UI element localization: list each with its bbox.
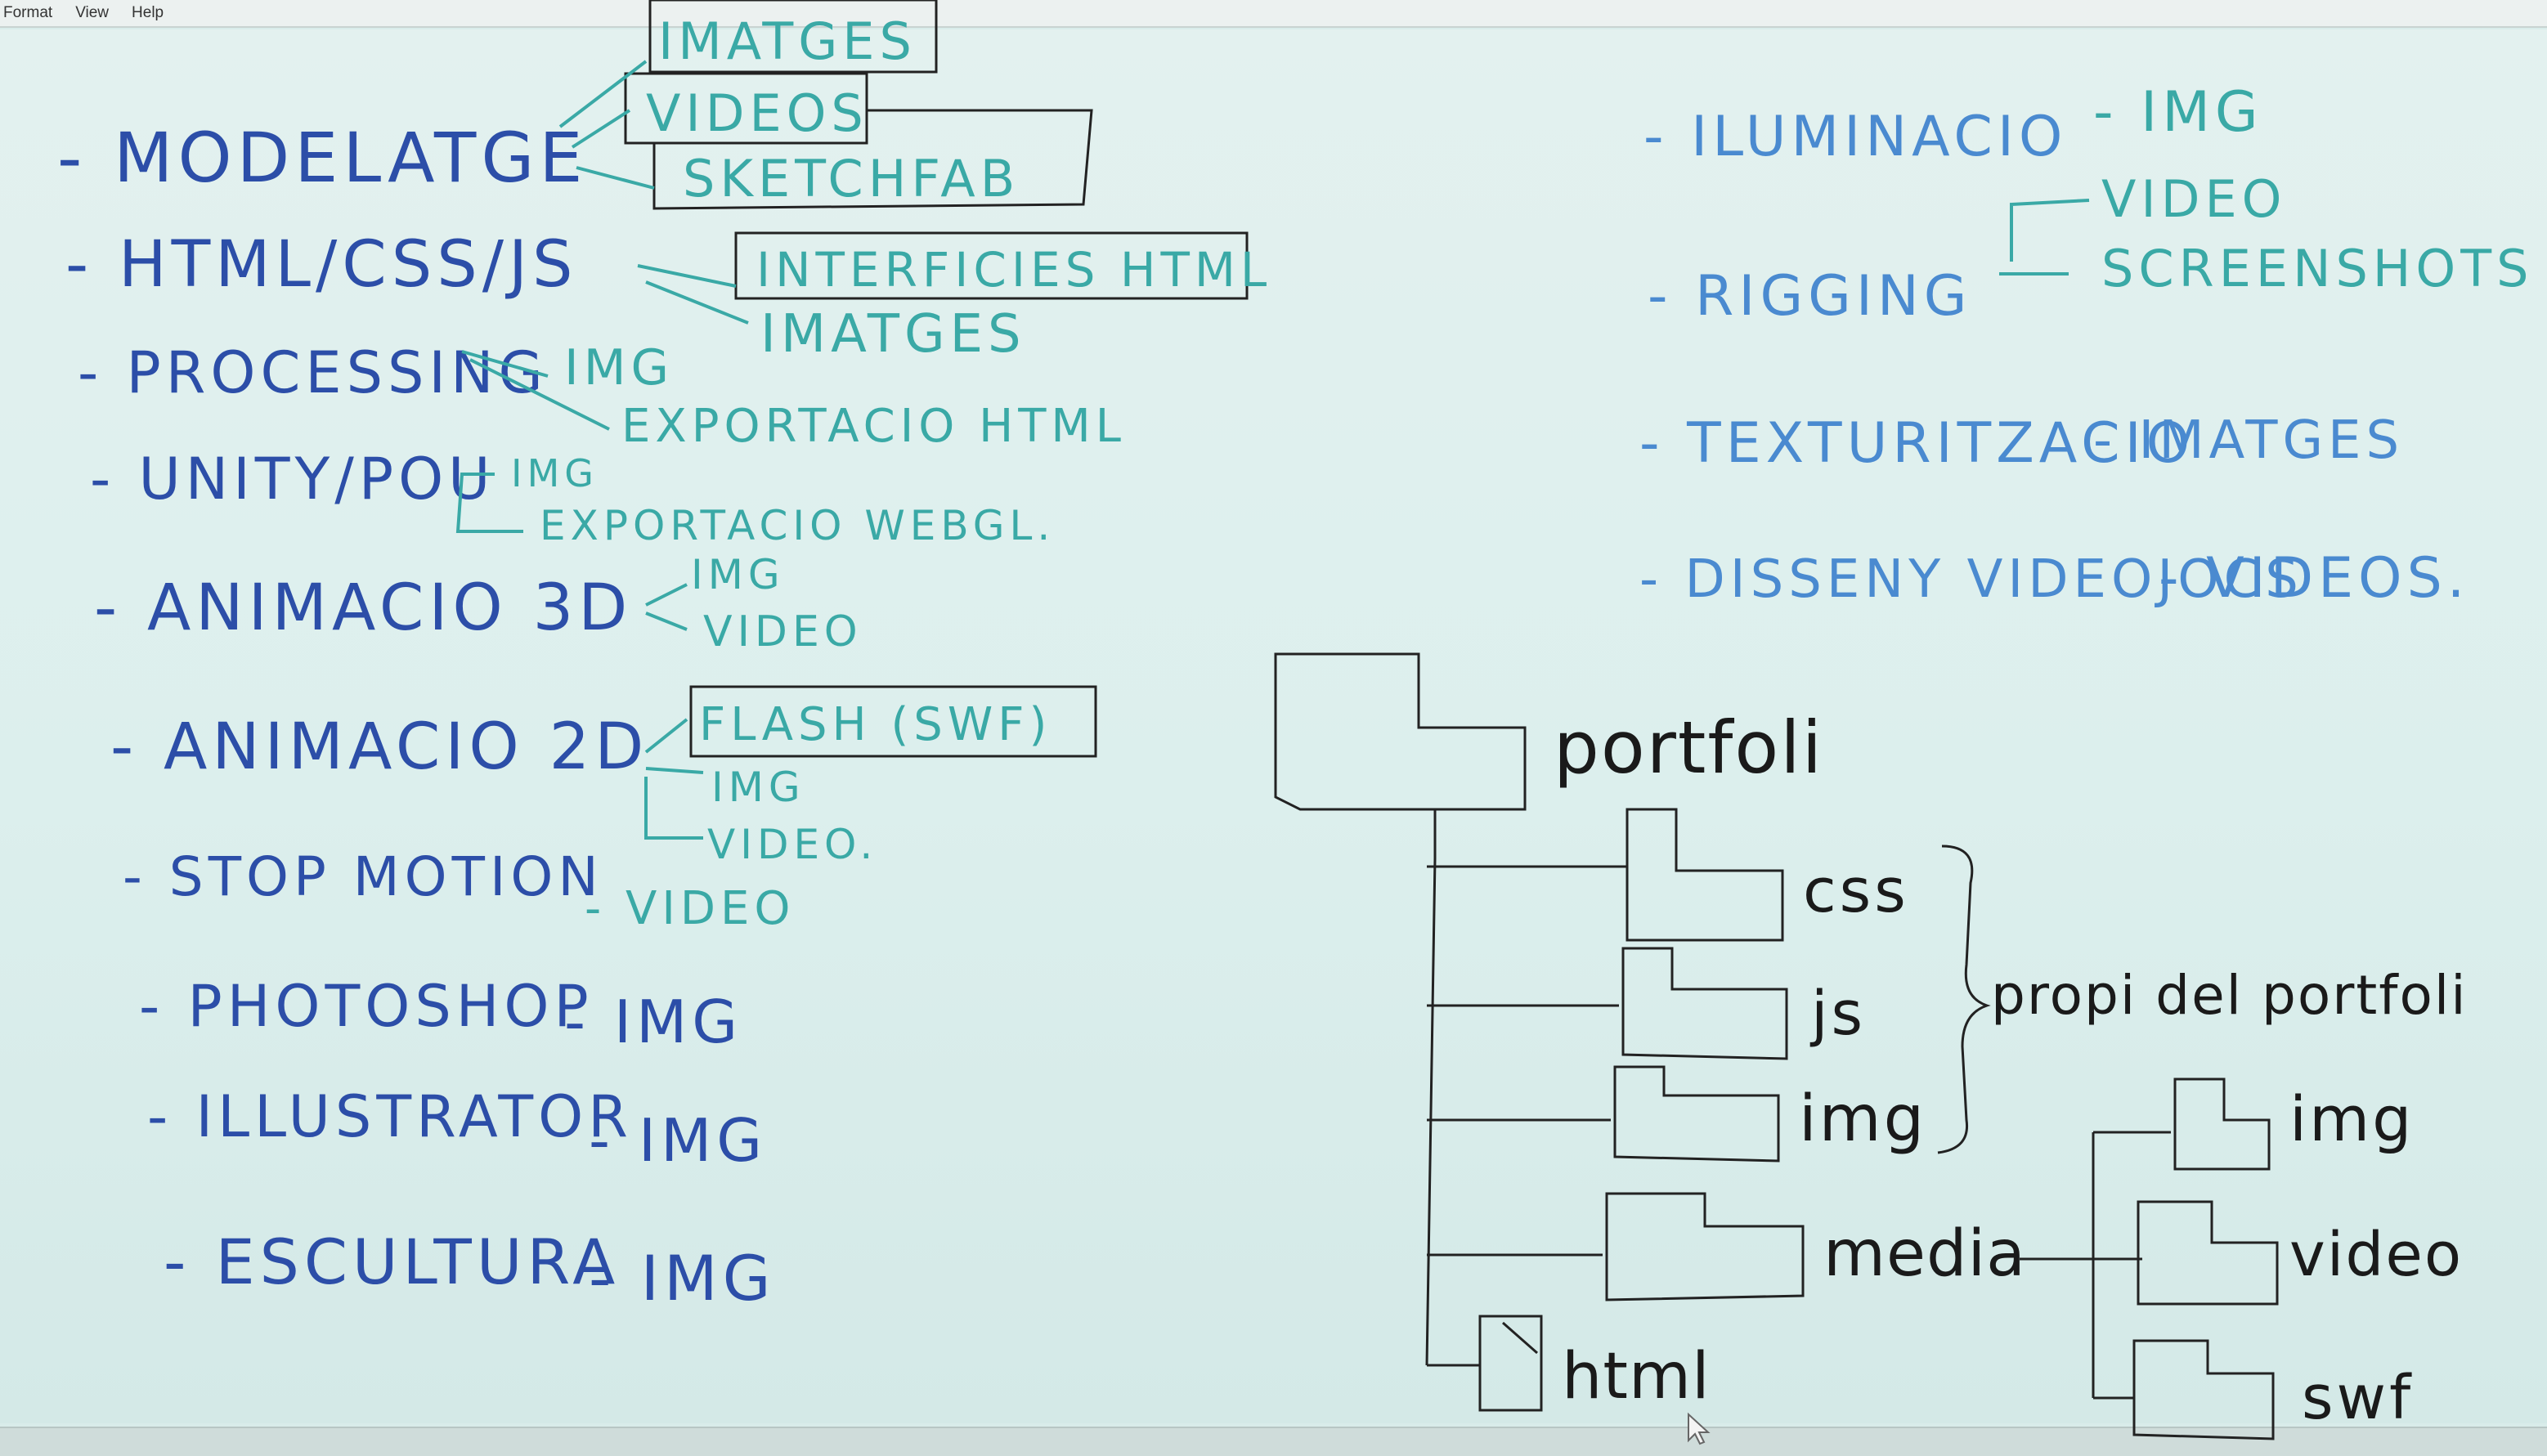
- left-label-photoshop: - PHOTOSHOP: [139, 973, 594, 1040]
- texturitzacio-item-imatges: - IMATGES: [2093, 410, 2404, 471]
- modelatge-item-videos: VIDEOS: [646, 83, 868, 143]
- menu-view[interactable]: View: [75, 4, 110, 21]
- folder-icon-img: [1613, 1065, 1780, 1163]
- animacio3d-connectors: [645, 583, 688, 631]
- illustrator-item-img: - IMG: [589, 1106, 767, 1175]
- animacio2d-connectors: [644, 718, 704, 840]
- rigging-item-screenshots: SCREENSHOTS: [2101, 239, 2533, 298]
- box-imatges-top: [648, 0, 938, 74]
- file-label-html: html: [1562, 1340, 1711, 1413]
- animacio3d-item-img: IMG: [691, 551, 785, 598]
- photoshop-item-img: - IMG: [564, 988, 742, 1056]
- animacio3d-item-video: VIDEO: [703, 607, 863, 656]
- file-icon-html: [1478, 1315, 1543, 1412]
- folder-icon-media-img: [2173, 1077, 2271, 1171]
- animacio2d-item-img: IMG: [711, 764, 805, 811]
- folder-icon-portfoli: [1274, 652, 1527, 811]
- folder-label-css: css: [1803, 856, 1909, 926]
- media-child-video: video: [2289, 1220, 2463, 1290]
- folder-label-media: media: [1823, 1217, 2026, 1291]
- folder-icon-media-swf: [2132, 1339, 2275, 1440]
- right-label-texturitzacio: - TEXTURITZACIO: [1639, 411, 2195, 476]
- left-label-unity-pou: - UNITY/POU: [90, 446, 495, 513]
- folder-icon-media-video: [2137, 1200, 2279, 1306]
- tree-trunk-lines: [1425, 809, 1627, 1367]
- modelatge-item-imatges: IMATGES: [658, 11, 917, 71]
- left-label-animacio-3d: - ANIMACIO 3D: [94, 571, 632, 645]
- left-label-escultura: - ESCULTURA: [164, 1225, 620, 1298]
- brace-label: propi del portfoli: [1991, 964, 2468, 1027]
- disseny-item-videos: - VIDEOS.: [2159, 546, 2469, 611]
- mouse-cursor-icon: [1688, 1412, 1711, 1445]
- iluminacio-item-img: - IMG: [2093, 80, 2263, 145]
- folder-icon-css: [1626, 808, 1784, 942]
- stopmotion-item-video: - VIDEO: [585, 882, 795, 935]
- modelatge-connectors: [558, 60, 655, 190]
- html-item-interficies: INTERFICIES HTML: [756, 242, 1271, 298]
- right-label-rigging: - RIGGING: [1648, 264, 1971, 329]
- html-item-imatges: IMATGES: [760, 304, 1026, 365]
- whiteboard-photo: [0, 29, 2547, 1423]
- box-interficies: [734, 231, 1249, 300]
- folder-label-img: img: [1799, 1082, 1926, 1156]
- menu-help[interactable]: Help: [132, 4, 164, 21]
- left-label-processing: - PROCESSING: [78, 339, 548, 406]
- animacio2d-item-flash: FLASH (SWF): [699, 698, 1052, 751]
- processing-item-exportacio: EXPORTACIO HTML: [621, 400, 1126, 453]
- left-label-html-css-js: - HTML/CSS/JS: [65, 228, 578, 302]
- modelatge-item-sketchfab: SKETCHFAB: [683, 149, 1020, 208]
- rigging-item-video: VIDEO: [2101, 169, 2286, 229]
- folder-label-js: js: [1809, 979, 1866, 1049]
- tree-root-label: portfoli: [1554, 706, 1823, 790]
- rigging-connectors: [1999, 199, 2090, 276]
- folder-icon-js: [1621, 947, 1788, 1060]
- menu-bar: Format View Help: [0, 0, 2547, 28]
- escultura-item-img: - IMG: [589, 1242, 775, 1315]
- folder-icon-media: [1605, 1192, 1805, 1301]
- media-subtree-lines: [2020, 1131, 2171, 1400]
- left-label-modelatge: - MODELATGE: [57, 118, 588, 198]
- taskbar: [0, 1427, 2547, 1456]
- html-connectors: [637, 264, 749, 325]
- processing-item-img: IMG: [564, 339, 674, 396]
- left-label-animacio-2d: - ANIMACIO 2D: [110, 710, 648, 784]
- right-label-iluminacio: - ILUMINACIO: [1643, 105, 2067, 169]
- unity-connectors: [455, 473, 523, 533]
- left-label-illustrator: - ILLUSTRATOR: [147, 1083, 633, 1150]
- unity-item-img: IMG: [511, 451, 599, 495]
- box-flash: [689, 685, 1097, 758]
- menu-format[interactable]: Format: [3, 4, 53, 21]
- processing-connectors: [461, 350, 610, 431]
- unity-item-exportacio-webgl: EXPORTACIO WEBGL.: [540, 502, 1055, 549]
- brace-bracket: [1937, 844, 1991, 1154]
- left-label-stop-motion: - STOP MOTION: [123, 845, 603, 908]
- media-child-img: img: [2289, 1082, 2414, 1155]
- right-label-disseny-videojocs: - DISSENY VIDEOJOCS: [1639, 549, 2303, 610]
- animacio2d-item-video: VIDEO.: [707, 821, 877, 868]
- media-child-swf: swf: [2302, 1363, 2414, 1433]
- box-videos: [624, 72, 868, 145]
